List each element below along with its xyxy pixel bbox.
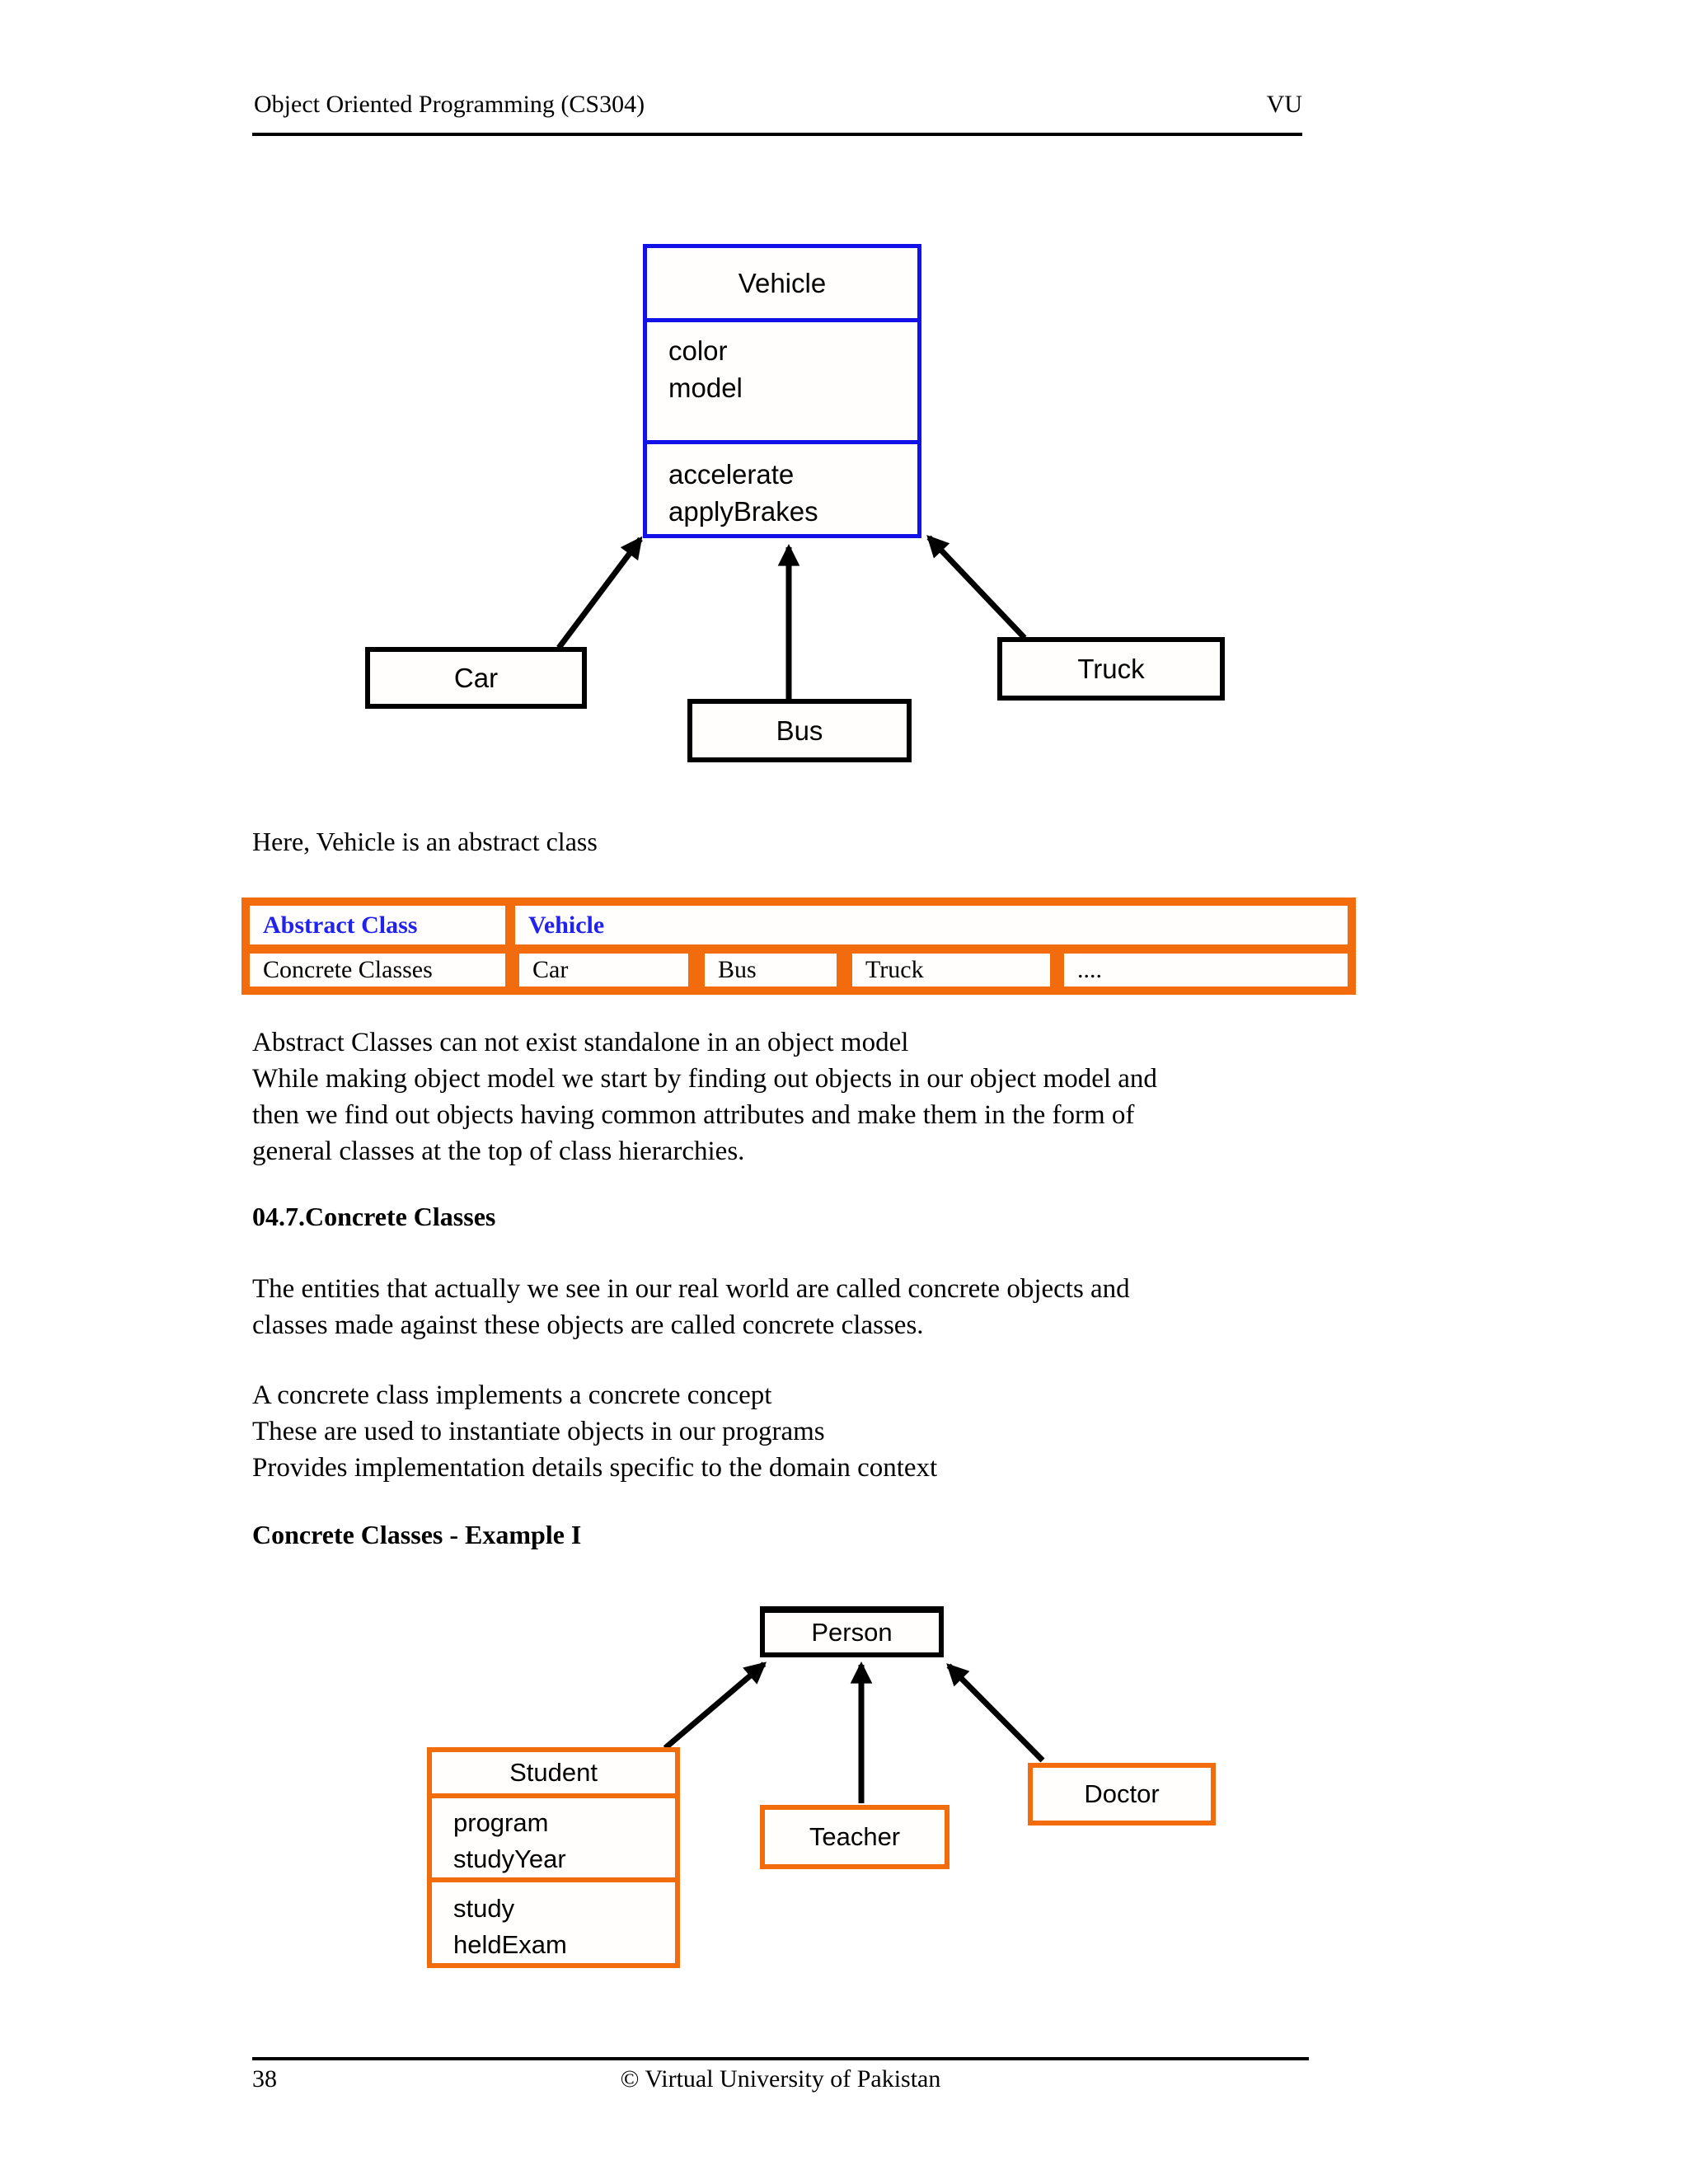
person-class-box: Person [760,1606,944,1657]
truck-class-name: Truck [1077,653,1145,684]
table-cell-concrete-more: .... [1064,954,1348,987]
arrow-student-to-person [663,1661,767,1750]
header-vu-mark: VU [1266,91,1302,118]
heading-concrete-classes: 04.7.Concrete Classes [252,1202,496,1231]
arrow-car-to-vehicle [556,536,643,650]
doctor-class-name: Doctor [1084,1779,1160,1808]
arrow-doctor-to-person [946,1663,1045,1763]
doctor-class-box: Doctor [1028,1763,1216,1825]
vehicle-class-name: Vehicle [647,248,917,322]
student-attributes: program studyYear [432,1798,675,1882]
student-class-box: Student program studyYear study heldExam [427,1747,680,1968]
student-operations: study heldExam [453,1894,567,1959]
student-class-name: Student [432,1752,675,1798]
paragraph-concrete-points: A concrete class implements a concrete c… [252,1380,938,1483]
truck-class-box: Truck [997,637,1225,701]
paragraph-abstract-classes: Abstract Classes can not exist standalon… [252,1028,1157,1166]
bus-class-name: Bus [776,715,823,746]
teacher-class-box: Teacher [760,1805,950,1869]
bus-class-box: Bus [687,699,912,762]
abstract-concrete-table: Abstract Class Vehicle Concrete Classes … [241,898,1356,995]
table-cell-concrete-bus: Bus [705,954,837,987]
car-class-name: Car [453,662,499,693]
vehicle-attributes: color model [647,322,917,444]
vehicle-class-box: Vehicle color model accelerate applyBrak… [643,244,921,538]
table-cell-concrete-truck: Truck [852,954,1050,987]
car-class-box: Car [365,647,587,709]
abstract-class-caption: Here, Vehicle is an abstract class [252,827,598,856]
teacher-class-name: Teacher [809,1822,901,1851]
table-cell-abstract-value: Vehicle [515,906,1348,944]
heading-example: Concrete Classes - Example I [252,1520,582,1549]
footer-page-number: 38 [252,2065,277,2093]
table-cell-concrete-label: Concrete Classes [250,954,505,987]
header-course-title: Object Oriented Programming (CS304) [254,91,645,118]
paragraph-entities: The entities that actually we see in our… [252,1274,1130,1340]
vehicle-operations: accelerate applyBrakes [668,459,818,527]
table-cell-abstract-label: Abstract Class [250,906,505,944]
footer-copyright: © Virtual University of Pakistan [620,2065,941,2093]
footer-rule [252,2057,1309,2060]
header-rule [252,133,1302,136]
person-class-name: Person [811,1618,893,1647]
arrow-truck-to-vehicle [926,535,1027,640]
table-cell-concrete-car: Car [519,954,688,987]
